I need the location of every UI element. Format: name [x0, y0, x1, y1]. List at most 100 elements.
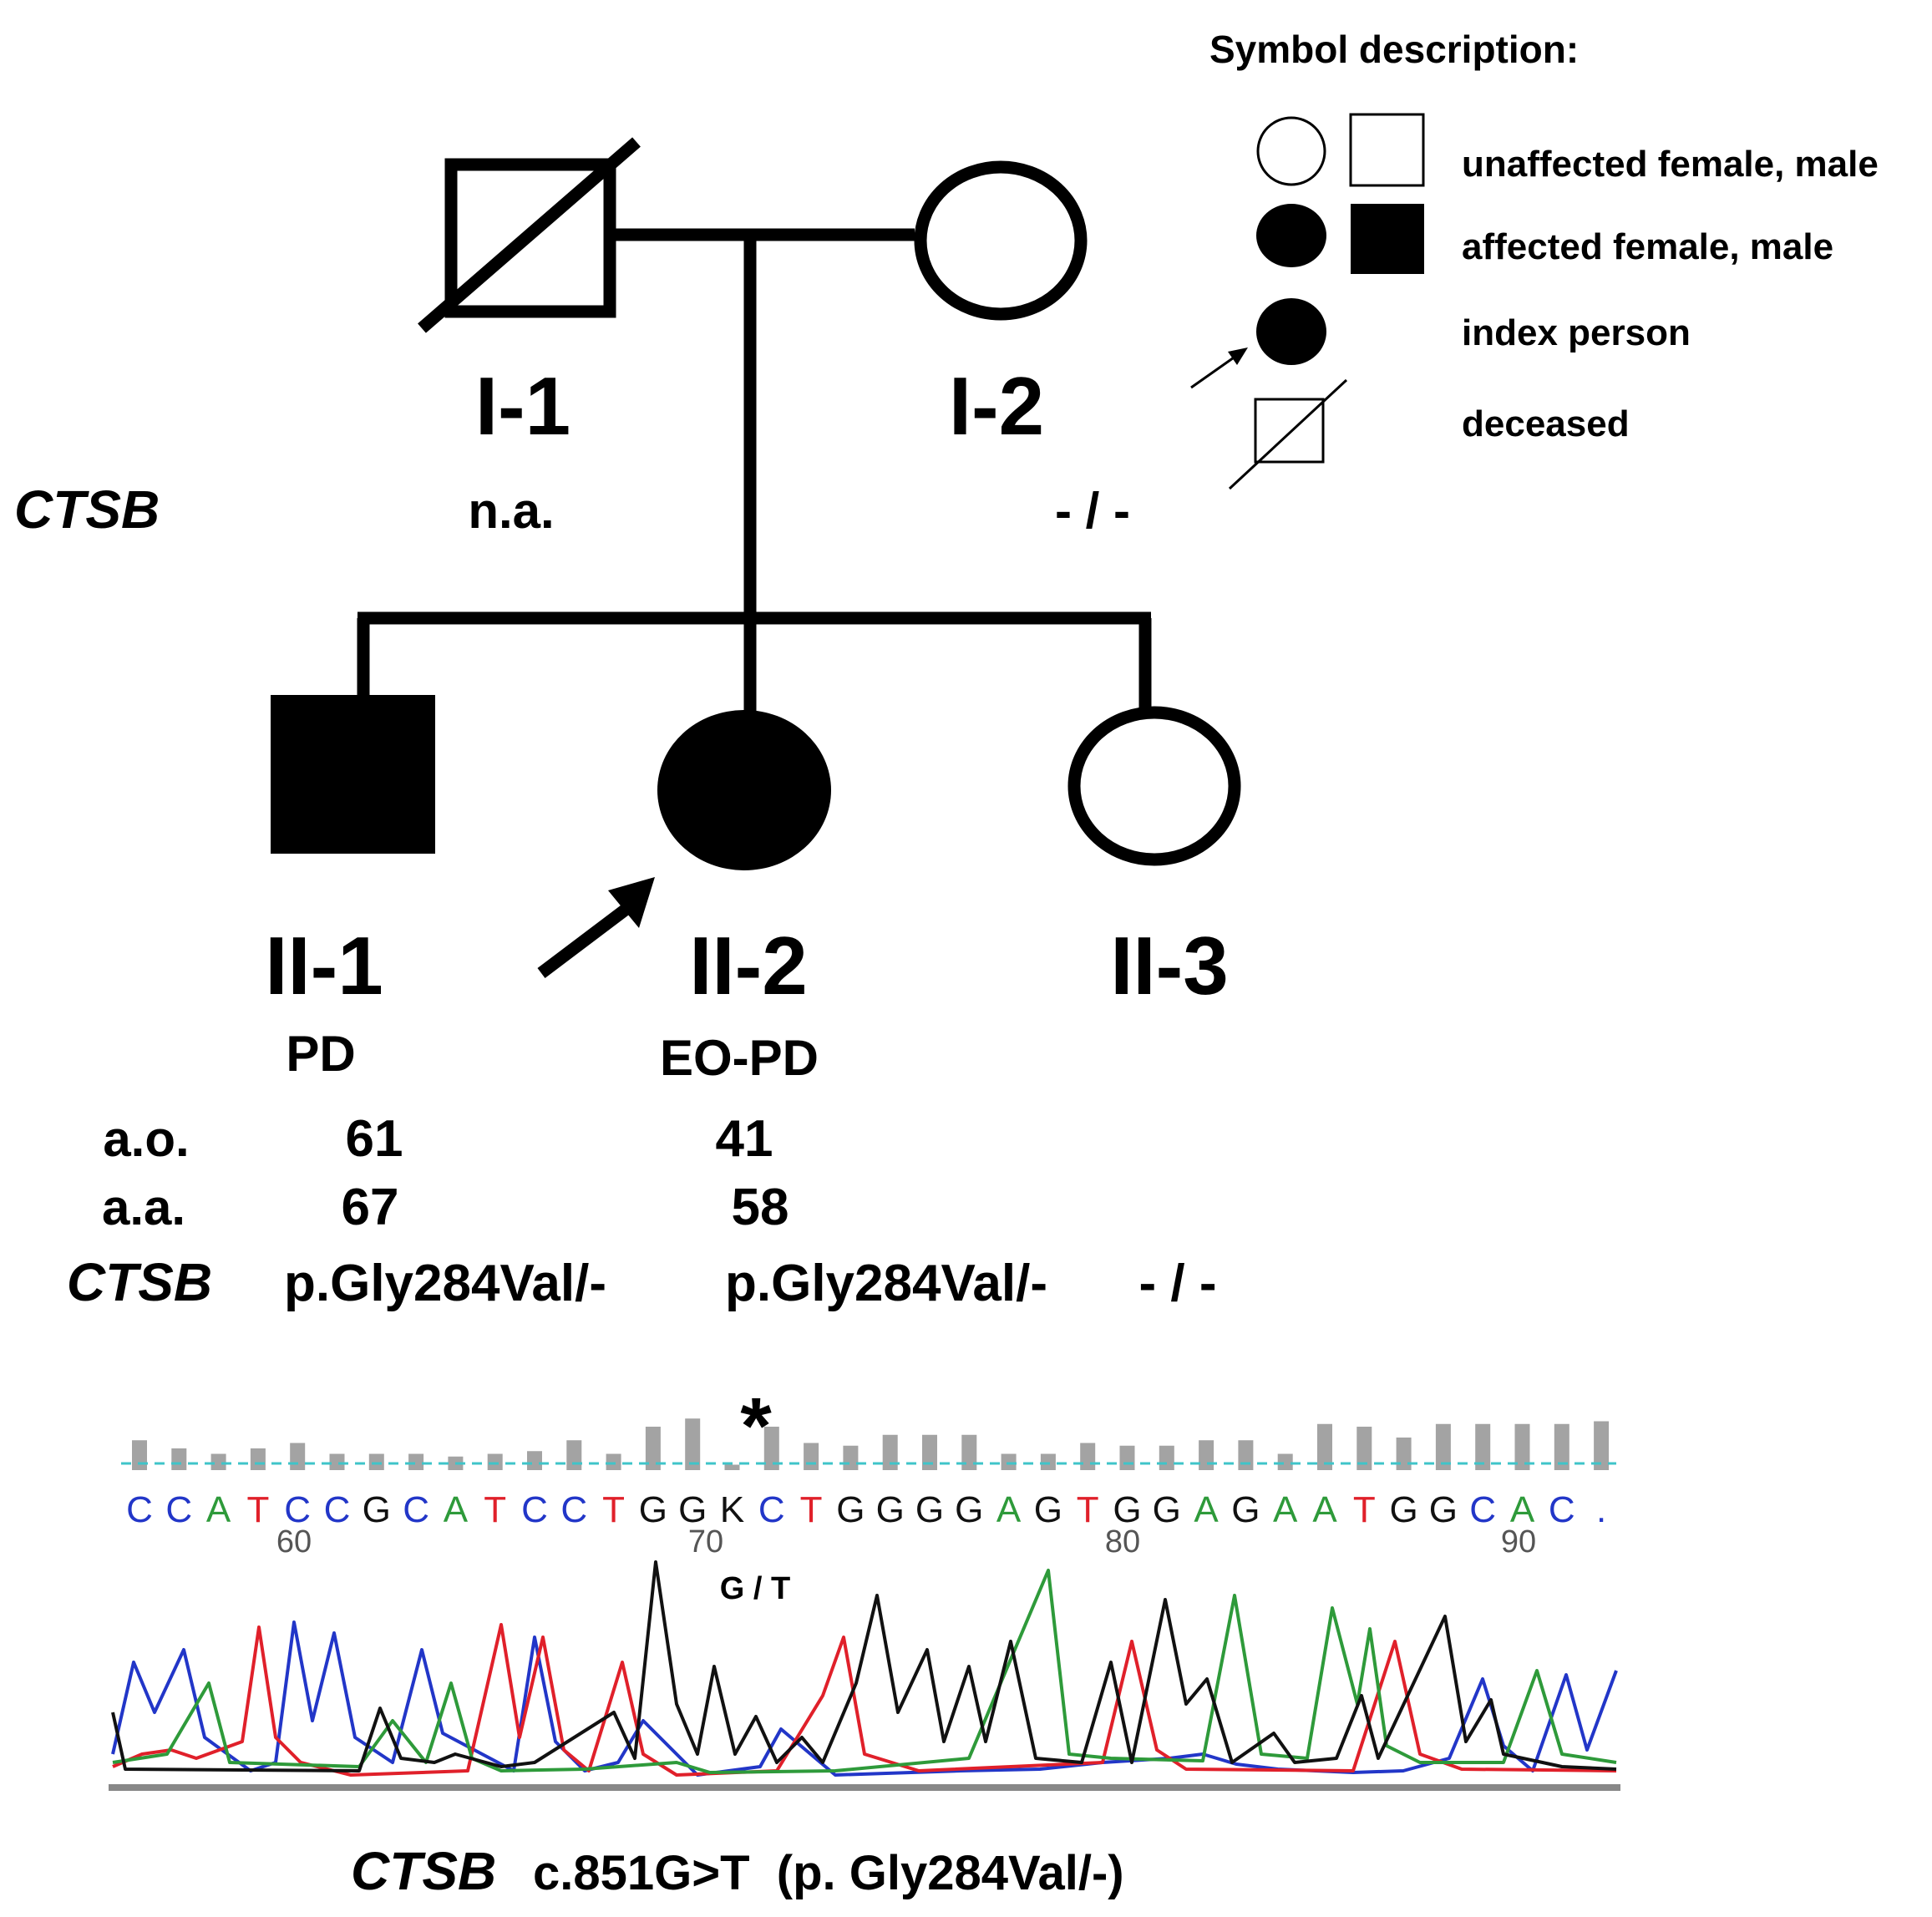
base-call: G — [1034, 1489, 1062, 1530]
quality-bar — [329, 1453, 345, 1470]
base-call: C — [403, 1489, 429, 1530]
legend-open-circle — [1256, 116, 1326, 186]
quality-bar — [132, 1440, 147, 1470]
caption-gene: CTSB — [351, 1841, 496, 1901]
quality-bar — [487, 1453, 503, 1470]
base-call: G — [639, 1489, 667, 1530]
quality-bar — [1119, 1445, 1135, 1470]
quality-bar — [763, 1427, 779, 1470]
quality-bar — [171, 1448, 187, 1470]
base-call: G — [876, 1489, 905, 1530]
trace-green — [112, 1569, 1617, 1774]
quality-bar — [1554, 1423, 1569, 1470]
person-id-ii-3: II-3 — [1110, 920, 1229, 1012]
quality-bar — [1080, 1443, 1096, 1470]
genotype-ii-3: - / - — [1139, 1255, 1217, 1312]
base-call: G — [1113, 1489, 1141, 1530]
base-call: A — [1312, 1489, 1337, 1530]
genotype-ii-2: p.Gly284Val/- — [725, 1255, 1047, 1312]
quality-bar — [210, 1453, 226, 1470]
quality-bar — [250, 1448, 266, 1470]
diagnosis-ii-2: EO-PD — [660, 1030, 819, 1086]
quality-bar — [804, 1443, 819, 1470]
deceased-slash — [418, 137, 641, 333]
quality-bar — [1356, 1427, 1372, 1470]
quality-bar — [1396, 1438, 1412, 1470]
person-i-1 — [418, 137, 641, 333]
quality-bar — [1277, 1453, 1293, 1470]
base-call: C — [165, 1489, 192, 1530]
quality-bar — [1594, 1421, 1610, 1470]
base-call: A — [1510, 1489, 1535, 1530]
base-call: G — [836, 1489, 865, 1530]
row-label-ao: a.o. — [103, 1111, 189, 1167]
legend-index-arrow — [1190, 347, 1248, 389]
base-call: T — [484, 1489, 506, 1530]
quality-bar — [922, 1434, 937, 1470]
base-call: A — [996, 1489, 1022, 1530]
row-label-gene: CTSB — [67, 1252, 212, 1312]
legend-label-affected: affected female, male — [1462, 226, 1833, 267]
base-call: . — [1596, 1489, 1606, 1530]
quality-bar — [1475, 1423, 1491, 1470]
legend-deceased-slash — [1228, 378, 1348, 490]
diagnosis-ii-1: PD — [286, 1026, 355, 1082]
quality-bars — [132, 1418, 1610, 1470]
person-ii-1 — [271, 695, 435, 854]
legend-open-square — [1349, 113, 1425, 187]
quality-bar — [566, 1440, 582, 1470]
row-label-aa: a.a. — [102, 1179, 185, 1235]
caption-mutation: c.851G>T (p. Gly284Val/-) — [533, 1846, 1124, 1900]
base-call: C — [1549, 1489, 1575, 1530]
quality-bar — [961, 1434, 977, 1470]
trace-black — [111, 1560, 1617, 1772]
affected-male-symbol — [271, 695, 435, 854]
base-call: A — [206, 1489, 231, 1530]
legend-title: Symbol description: — [1209, 28, 1579, 71]
trace-blue — [111, 1620, 1618, 1777]
quality-bar — [843, 1445, 859, 1470]
quality-bar — [368, 1453, 384, 1470]
aa-ii-2: 58 — [732, 1179, 789, 1236]
female-symbol — [914, 160, 1088, 321]
base-call: C — [521, 1489, 548, 1530]
trace-peaks — [111, 1560, 1618, 1777]
genotype-ii-1: p.Gly284Val/- — [284, 1255, 606, 1312]
base-call: T — [1077, 1489, 1099, 1530]
legend-filled-square — [1351, 204, 1424, 274]
base-call: G — [363, 1489, 391, 1530]
position-label-80: 80 — [1105, 1524, 1140, 1559]
base-call: C — [324, 1489, 351, 1530]
base-call: G — [1429, 1489, 1458, 1530]
person-id-i-2: I-2 — [949, 360, 1044, 452]
person-ii-2 — [657, 710, 831, 870]
gene-label-gen1: CTSB — [14, 479, 160, 540]
base-call: C — [758, 1489, 785, 1530]
base-call: C — [126, 1489, 153, 1530]
base-call: G — [955, 1489, 983, 1530]
person-id-i-1: I-1 — [475, 360, 570, 452]
quality-bar — [645, 1427, 661, 1470]
person-id-ii-1: II-1 — [265, 920, 383, 1012]
figure-caption: CTSB c.851G>T (p. Gly284Val/-) — [351, 1841, 1124, 1901]
base-call: K — [720, 1489, 744, 1530]
quality-bar — [724, 1464, 740, 1470]
legend-deceased-square — [1254, 398, 1325, 464]
legend-index-circle — [1256, 298, 1326, 365]
person-ii-3 — [1067, 706, 1241, 866]
legend: Symbol description: unaffected female, m… — [1190, 28, 1879, 490]
person-id-ii-2: II-2 — [689, 920, 808, 1012]
index-arrow — [537, 877, 655, 978]
quality-bar — [1159, 1445, 1174, 1470]
pedigree-lines — [357, 228, 1152, 717]
position-label-90: 90 — [1501, 1524, 1536, 1559]
female-symbol — [1067, 706, 1241, 866]
quality-bar — [606, 1453, 621, 1470]
base-call: T — [246, 1489, 269, 1530]
aa-ii-1: 67 — [342, 1179, 399, 1236]
base-call: T — [1353, 1489, 1376, 1530]
base-call: C — [560, 1489, 587, 1530]
quality-bar — [882, 1434, 898, 1470]
